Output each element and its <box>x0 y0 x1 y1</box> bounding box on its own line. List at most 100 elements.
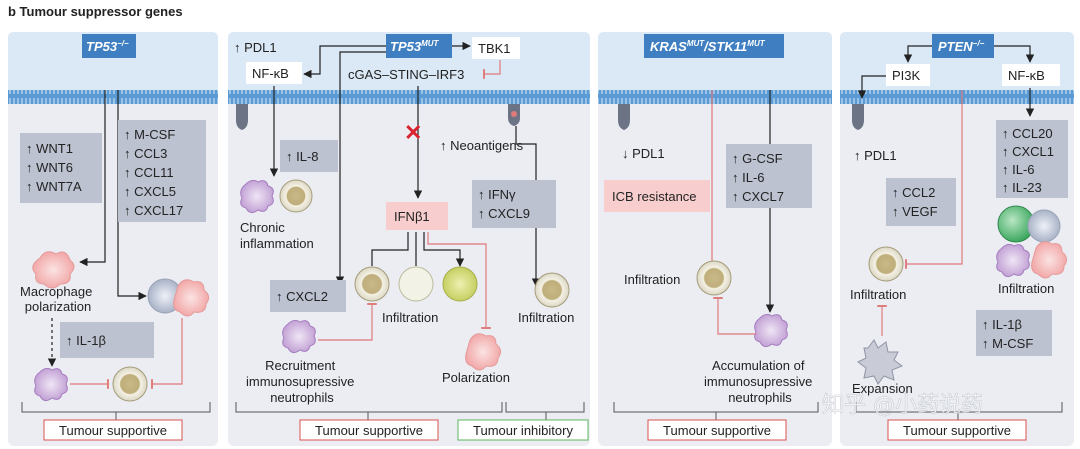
inhibit-infiltration-left <box>905 90 963 269</box>
mdsc-cell-icon <box>34 367 68 402</box>
chronic-label-2: inflammation <box>240 236 314 251</box>
inhibit-cgas <box>483 60 501 79</box>
nfkb-box <box>246 62 302 84</box>
infiltrating-t-cell-icon <box>534 272 570 308</box>
ccl2: ↑ CCL2 <box>892 185 935 200</box>
infiltrating-cells-icon <box>354 266 478 302</box>
recruitment-label-1: Recruitment <box>265 358 335 373</box>
gene-header-pten-null <box>932 34 994 58</box>
neoantigen-mhc-icon <box>508 104 520 126</box>
cytokine-box-ccl2 <box>886 178 956 226</box>
mcsf: ↑ M-CSF <box>124 127 175 142</box>
cytokine-box-mcsf <box>118 120 206 222</box>
arrow-to-nfkb <box>303 45 386 79</box>
header-label: TP53 <box>390 39 422 54</box>
inhibit-t-cell <box>713 297 756 335</box>
svg-text:TP53−/−: TP53−/− <box>86 39 129 54</box>
arrow-to-pi3k <box>903 45 932 63</box>
neutrophil-pair-icon <box>147 278 210 317</box>
mcsf: ↑ M-CSF <box>982 336 1033 351</box>
accumulation-label-2: immunosupressive <box>704 374 812 389</box>
neoantigens-label: ↑ Neoantigens <box>440 138 524 153</box>
svg-text:Recruitment immunosupressi: Recruitment immunosupressive neutrophils <box>246 358 358 405</box>
header-label: PTEN <box>938 39 973 54</box>
arrow-to-pdl1 <box>857 75 886 99</box>
infiltration-label: Infiltration <box>624 272 680 287</box>
header-superscript: MUT <box>421 39 439 48</box>
infiltration-right-label: Infiltration <box>998 281 1054 296</box>
ccl11: ↑ CCL11 <box>124 165 174 180</box>
svg-text:↑ M-CSF ↑ CCL3 ↑ CCL11: ↑ M-CSF ↑ CCL3 ↑ CCL11 ↑ CXCL5 ↑ CXCL17 <box>124 127 183 218</box>
outcome-label: Tumour supportive <box>663 423 771 438</box>
pi3k-label: PI3K <box>892 68 921 83</box>
header-stk11: STK11 <box>708 39 748 54</box>
cxcl17: ↑ CXCL17 <box>124 203 183 218</box>
inhibit-polarization <box>427 232 491 329</box>
outcome-supportive-label: Tumour supportive <box>315 423 423 438</box>
ifng-label: ↑ IFNγ <box>478 187 516 202</box>
cgas-label: cGAS–STING–IRF3 <box>348 67 464 82</box>
ifnb1-box <box>386 202 448 230</box>
cxcl1: ↑ CXCL1 <box>1002 144 1054 159</box>
header-stk11-sup: MUT <box>747 39 765 48</box>
outcome-inhibitory-label: Tumour inhibitory <box>473 423 573 438</box>
macrophage-label-2: polarization <box>25 299 92 314</box>
macrophage-cell-icon <box>32 251 75 289</box>
t-cell-icon <box>696 260 732 296</box>
cytokine-box-il8 <box>280 140 338 172</box>
arrow-to-nfkb <box>994 45 1035 63</box>
tbk1-label: TBK1 <box>478 41 511 56</box>
svg-text:↑ IFNγ ↑ CXCL9: ↑ IFNγ ↑ CXCL9 <box>478 187 530 221</box>
neutrophil-cell-icon <box>282 319 316 354</box>
polarized-macrophage-icon <box>465 333 502 371</box>
accumulation-label-3: neutrophils <box>728 390 792 405</box>
cytokine-box-il1b <box>976 310 1052 356</box>
svg-text:PTEN−/−: PTEN−/− <box>938 39 985 54</box>
cytokine-box-ccl20 <box>996 120 1068 198</box>
ccl20: ↑ CCL20 <box>1002 126 1053 141</box>
header-kras: KRAS <box>650 39 687 54</box>
svg-text:Macrophage polarization: Macrophage polarization <box>20 284 96 314</box>
svg-text:↑ WNT1 ↑ WNT6 ↑ WNT7A: ↑ WNT1 ↑ WNT6 ↑ WNT7A <box>26 141 82 194</box>
figure-title: b Tumour suppressor genes <box>8 4 183 19</box>
t-cell-icon <box>112 366 148 402</box>
il6: ↑ IL-6 <box>1002 162 1035 177</box>
nfkb-label: NF-κB <box>1008 68 1045 83</box>
svg-text:↑ CCL20 ↑ CXCL1 ↑ IL-6: ↑ CCL20 ↑ CXCL1 ↑ IL-6 ↑ IL-23 <box>1002 126 1058 195</box>
outcome-supportive-badge <box>887 419 1027 441</box>
outcome-label: Tumour supportive <box>903 423 1011 438</box>
il23: ↑ IL-23 <box>1002 180 1042 195</box>
svg-text:Chronic inflammation: Chronic inflammation <box>240 220 314 251</box>
cxcl2-label: ↑ CXCL2 <box>276 289 328 304</box>
nfkb-label: NF-κB <box>252 66 289 81</box>
pdl1-receptor-icon <box>236 104 248 130</box>
expanding-myeloid-cell-icon <box>857 339 904 385</box>
expansion-label: Expansion <box>852 381 913 396</box>
il8-label: ↑ IL-8 <box>286 149 319 164</box>
gene-header-kras-stk11 <box>644 34 784 58</box>
gene-header-tp53-mut <box>386 34 452 58</box>
infiltration-left-label: Infiltration <box>850 287 906 302</box>
outcome-supportive-badge <box>299 419 439 441</box>
cytokine-box-wnt <box>20 133 102 203</box>
t-cell-icon <box>868 246 904 282</box>
outcome-label: Tumour supportive <box>59 423 167 438</box>
infiltration-label: Infiltration <box>382 310 438 325</box>
ifnb1-branches <box>371 232 460 266</box>
pi3k-box <box>886 64 930 86</box>
inhibit-infiltration <box>318 303 377 341</box>
svg-text:↑ CCL2 ↑ VEGF: ↑ CCL2 ↑ VEGF <box>892 185 939 219</box>
recruitment-label-3: neutrophils <box>270 390 334 405</box>
arrow-to-cxcl2 <box>335 51 386 285</box>
tbk1-box <box>472 37 520 59</box>
blocked-x-icon: ✕ <box>404 120 422 145</box>
wnt1: ↑ WNT1 <box>26 141 73 156</box>
immune-cell-cluster-icon <box>996 205 1068 279</box>
pdl1-label: ↑ PDL1 <box>854 148 897 163</box>
icb-label: ICB resistance <box>612 189 697 204</box>
pdl1-label: ↓ PDL1 <box>622 146 665 161</box>
cxcl9-label: ↑ CXCL9 <box>478 206 530 221</box>
cxcl7: ↑ CXCL7 <box>732 189 784 204</box>
accumulation-label-1: Accumulation of <box>712 358 805 373</box>
